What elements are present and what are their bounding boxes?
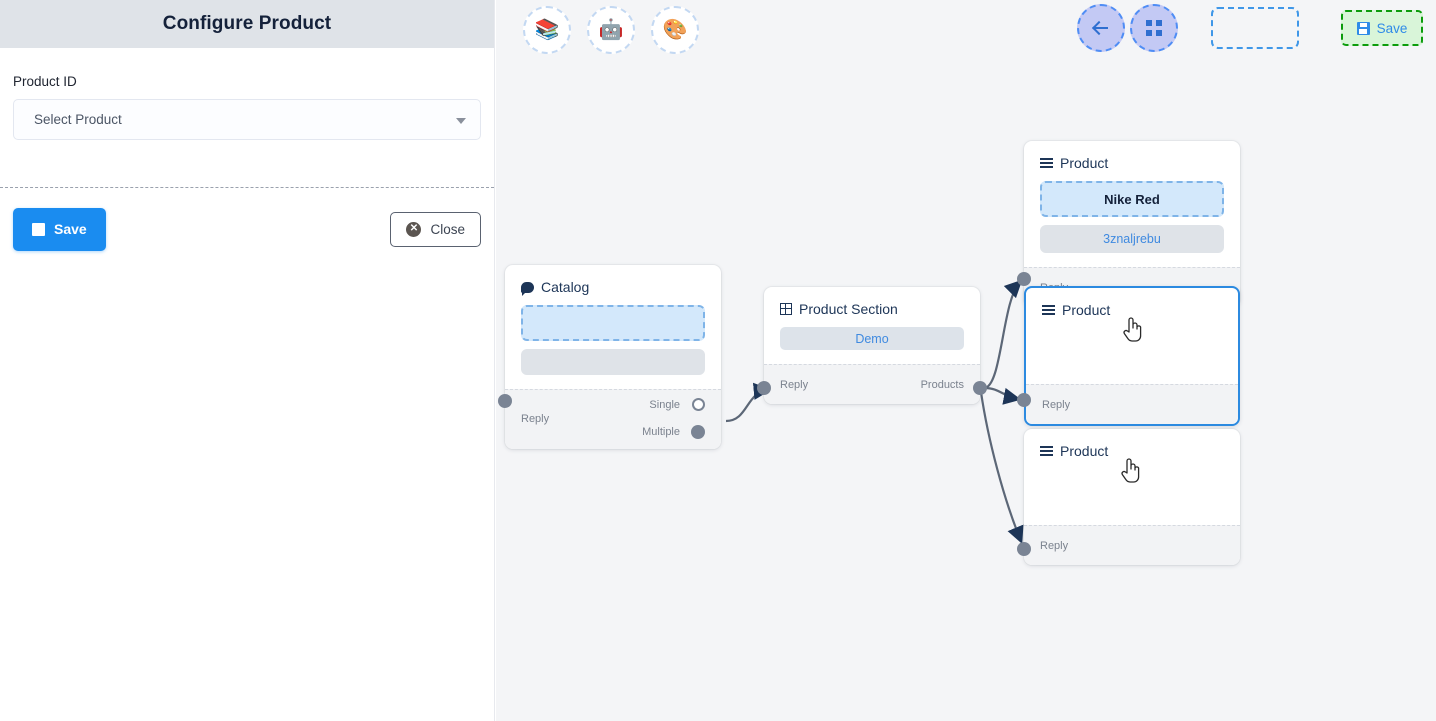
palette-icon: 🎨 [662,19,688,41]
node-product-section-footer: Reply Products [764,364,980,404]
node-product-2-title: Product [1062,302,1111,318]
node-catalog-title: Catalog [541,279,590,295]
x-circle-icon: ✕ [406,221,422,237]
node-product-section[interactable]: Product Section Demo Reply Products [757,287,987,404]
grid-icon [780,303,792,315]
arrow-left-icon [1093,20,1109,36]
chevron-down-icon [456,117,466,124]
hamburger-icon [1040,158,1053,168]
node-product-1-title: Product [1060,155,1109,171]
product-3-port-reply-dot[interactable] [1017,542,1031,556]
canvas-save-label: Save [1376,20,1408,36]
chat-bubble-icon [521,281,534,296]
save-button[interactable]: Save [13,207,106,251]
node-catalog-body [505,305,721,389]
panel-header: Configure Product [0,0,494,48]
product-2-port-reply-dot[interactable] [1017,393,1031,407]
flow-canvas[interactable]: 📚 🤖 🎨 Save Catalog [496,0,1436,721]
page-title: Configure Product [162,13,332,34]
product-3-port-reply-label: Reply [1040,539,1069,552]
product-2-port-reply-label: Reply [1042,398,1071,411]
product-section-demo-button[interactable]: Demo [780,327,964,350]
node-product-1[interactable]: Product Nike Red 3znaljrebu Reply [1017,141,1240,307]
node-catalog-header: Catalog [505,265,721,305]
node-product-2-header: Product [1026,288,1238,328]
node-product-3-title: Product [1060,443,1109,459]
node-catalog-footer: Reply Single Multiple [505,389,721,449]
back-button[interactable] [1077,4,1125,52]
canvas-save-button[interactable]: Save [1341,10,1423,46]
node-product-3-footer: Reply [1024,525,1240,565]
compress-icon [1146,20,1162,36]
product-1-port-reply-dot[interactable] [1017,272,1031,286]
panel-divider [0,187,494,188]
catalog-port-single-dot[interactable] [692,398,705,411]
node-product-3-header: Product [1024,429,1240,469]
panel-actions: Save ✕ Close [0,199,494,259]
product-section-port-reply-dot[interactable] [757,381,771,395]
configure-product-panel: Configure Product Product ID Select Prod… [0,0,495,721]
empty-toolbar-slot[interactable] [1211,7,1299,49]
catalog-dropzone[interactable] [521,305,705,341]
toolbar-button-stack-overflow[interactable]: 📚 [523,6,571,54]
node-product-section-title: Product Section [799,301,898,317]
toolbar-button-theme[interactable]: 🎨 [651,6,699,54]
node-product-section-header: Product Section [764,287,980,327]
floppy-disk-icon [1356,21,1370,35]
product-1-variant[interactable]: Nike Red [1040,181,1224,217]
node-catalog[interactable]: Catalog Reply Single Multiple [498,265,721,449]
catalog-port-multiple-label: Multiple [642,425,680,438]
node-product-2[interactable]: Product Reply [1017,286,1240,426]
product-id-label: Product ID [13,74,77,89]
node-product-section-body: Demo [764,327,980,364]
catalog-field[interactable] [521,349,705,375]
panel-body: Product ID Select Product [0,48,494,140]
close-button-label: Close [430,221,465,237]
node-product-3[interactable]: Product Reply [1017,429,1240,565]
product-section-port-products-dot[interactable] [973,381,987,395]
node-product-1-body: Nike Red 3znaljrebu [1024,181,1240,267]
robot-icon: 🤖 [598,19,624,41]
floppy-disk-icon [32,222,45,236]
catalog-port-single-label: Single [649,398,680,411]
node-product-3-body [1024,458,1240,525]
catalog-port-reply-dot[interactable] [498,394,512,408]
stack-overflow-icon: 📚 [534,19,560,41]
product-section-port-products-label: Products [920,378,964,391]
product-select-value: Select Product [34,112,122,127]
node-product-2-body [1026,317,1238,384]
toolbar-button-bot[interactable]: 🤖 [587,6,635,54]
catalog-port-multiple-dot[interactable] [691,424,705,439]
product-1-field[interactable]: 3znaljrebu [1040,225,1224,253]
close-button[interactable]: ✕ Close [390,211,481,247]
product-section-port-reply-label: Reply [780,378,809,391]
catalog-port-reply-label: Reply [521,412,550,425]
fit-view-button[interactable] [1130,4,1178,52]
node-product-2-footer: Reply [1026,384,1238,424]
save-button-label: Save [54,221,87,237]
product-select[interactable]: Select Product [13,99,481,140]
hamburger-icon [1040,446,1053,456]
hamburger-icon [1042,305,1055,315]
node-product-1-header: Product [1024,141,1240,181]
